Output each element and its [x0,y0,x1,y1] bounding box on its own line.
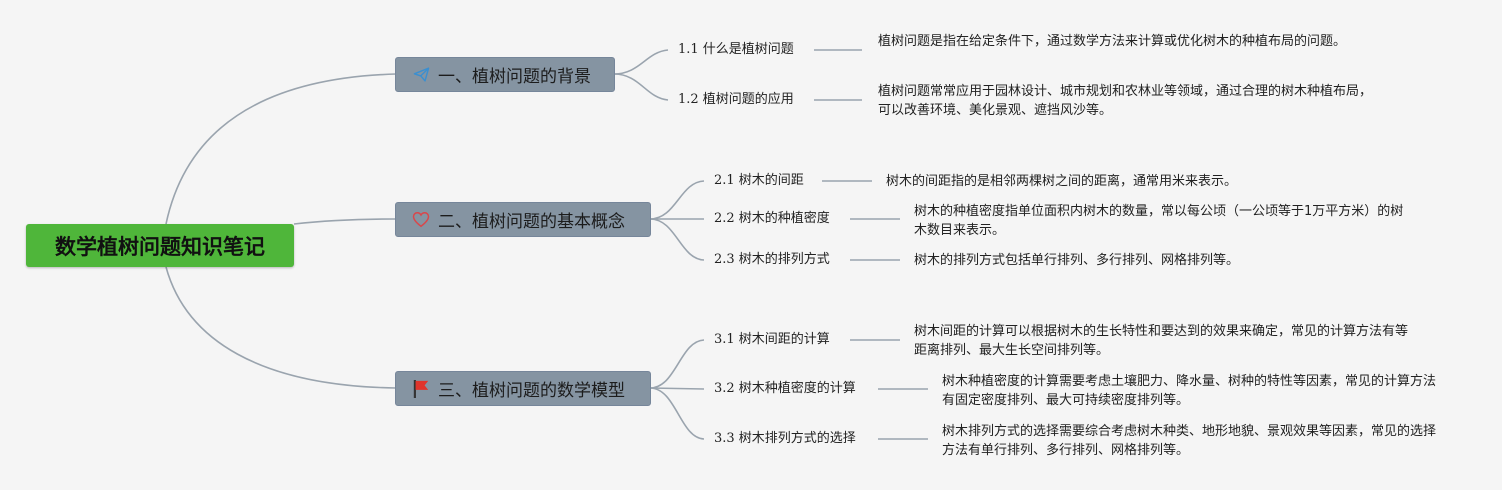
description-text: 植树问题常常应用于园林设计、城市规划和农林业等领域，通过合理的树木种植布局，可以… [878,84,1373,118]
connector-1-2 [613,73,669,101]
subtopic-label[interactable]: 3.3 树木排列方式的选择 [714,431,856,446]
heart-icon [412,211,430,229]
subtopic-label[interactable]: 2.1 树木的间距 [714,173,804,188]
branch-title: 三、植树问题的数学模型 [438,381,625,401]
subtopic-label[interactable]: 3.1 树木间距的计算 [714,332,830,347]
branch-background[interactable]: 一、植树问题的背景 [395,57,615,92]
branch-title: 二、植树问题的基本概念 [438,212,625,232]
subtopic-label[interactable]: 2.3 树木的排列方式 [714,252,830,267]
branch-math-models[interactable]: 三、植树问题的数学模型 [395,371,651,406]
connector-2-3 [649,218,705,261]
description-text: 树木的排列方式包括单行排列、多行排列、网格排列等。 [914,253,1240,268]
branch-title: 一、植树问题的背景 [438,67,591,87]
root-title: 数学植树问题知识笔记 [55,234,265,259]
flag-icon [412,379,430,398]
root-node[interactable]: 数学植树问题知识笔记 [26,224,294,267]
subtopic-label[interactable]: 1.1 什么是植树问题 [678,42,794,57]
description-text: 树木的间距指的是相邻两棵树之间的距离，通常用米来表示。 [886,174,1238,189]
connector-2-1 [649,180,705,220]
branch-basic-concepts[interactable]: 二、植树问题的基本概念 [395,202,651,237]
connector-3-2 [649,387,705,390]
connector-root-branch-2 [293,218,397,225]
description-text: 树木种植密度的计算需要考虑土壤肥力、降水量、树种的特性等因素，常见的计算方法有固… [942,374,1437,408]
description-text: 树木的种植密度指单位面积内树木的数量，常以每公顷（一公顷等于1万平方米）的树木数… [914,204,1404,238]
description-text: 树木间距的计算可以根据树木的生长特性和要达到的效果来确定，常见的计算方法有等距离… [914,324,1409,358]
connector-3-1 [649,339,705,389]
description-text: 植树问题是指在给定条件下，通过数学方法来计算或优化树木的种植布局的问题。 [878,34,1347,49]
description-text: 树木排列方式的选择需要综合考虑树木种类、地形地貌、景观效果等因素，常见的选择方法… [942,424,1437,458]
connector-1-1 [613,49,669,75]
connector-3-3 [649,387,705,440]
connector-root-branch-1 [165,73,397,225]
subtopic-label[interactable]: 1.2 植树问题的应用 [678,92,794,107]
connector-root-branch-3 [165,266,397,389]
subtopic-label[interactable]: 3.2 树木种植密度的计算 [714,381,856,396]
subtopic-label[interactable]: 2.2 树木的种植密度 [714,211,830,226]
paper-plane-icon [412,66,430,84]
